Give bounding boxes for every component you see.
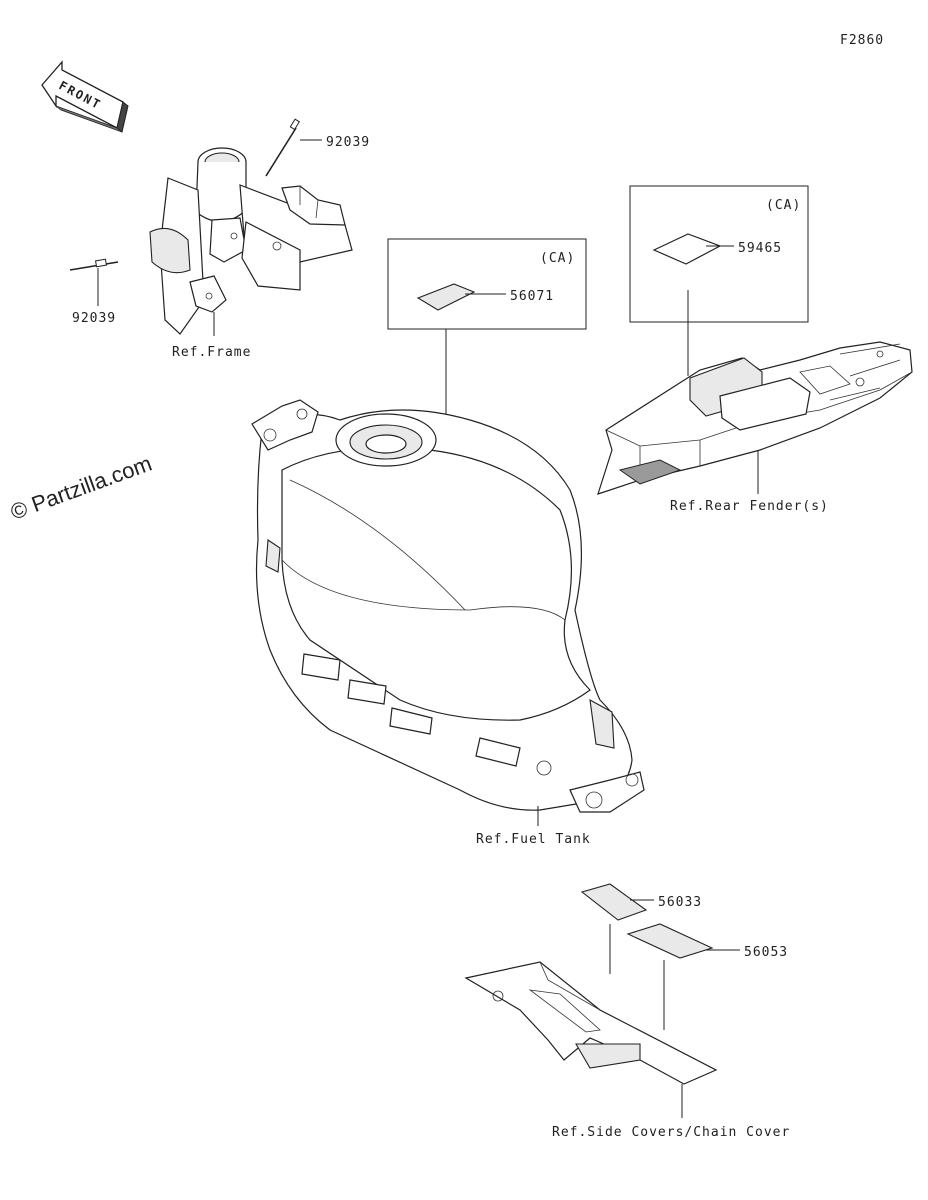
ref-frame-label: Ref.Frame xyxy=(172,345,251,360)
figure-code: F2860 xyxy=(840,33,884,48)
label-59465-icon xyxy=(652,233,722,265)
ref-fuel-tank-label: Ref.Fuel Tank xyxy=(476,832,591,847)
part-number-92039-top: 92039 xyxy=(326,135,370,150)
rivet-top-icon xyxy=(265,118,301,177)
part-number-56033: 56033 xyxy=(658,895,702,910)
ca-label-56071: (CA) xyxy=(540,251,575,266)
watermark: © Partzilla.com xyxy=(7,451,155,525)
part-number-92039-left: 92039 xyxy=(72,311,116,326)
ca-box-56071 xyxy=(387,238,587,330)
ref-rear-fender-label: Ref.Rear Fender(s) xyxy=(670,499,829,514)
ca-box-59465 xyxy=(629,185,809,323)
rivet-left-icon xyxy=(69,258,119,271)
part-number-56053: 56053 xyxy=(744,945,788,960)
ref-side-covers-label: Ref.Side Covers/Chain Cover xyxy=(552,1125,790,1140)
front-arrow-icon: FRONT xyxy=(41,60,129,133)
chain-cover-drawing xyxy=(464,961,718,1085)
part-number-56071: 56071 xyxy=(510,289,554,304)
fuel-tank-drawing xyxy=(251,399,645,813)
rear-fender-drawing xyxy=(597,341,913,495)
label-56071-icon xyxy=(416,283,476,311)
part-number-59465: 59465 xyxy=(738,241,782,256)
label-56033-icon xyxy=(580,883,648,921)
frame-drawing xyxy=(69,118,353,335)
ca-label-59465: (CA) xyxy=(766,198,801,213)
label-56053-icon xyxy=(626,923,714,959)
